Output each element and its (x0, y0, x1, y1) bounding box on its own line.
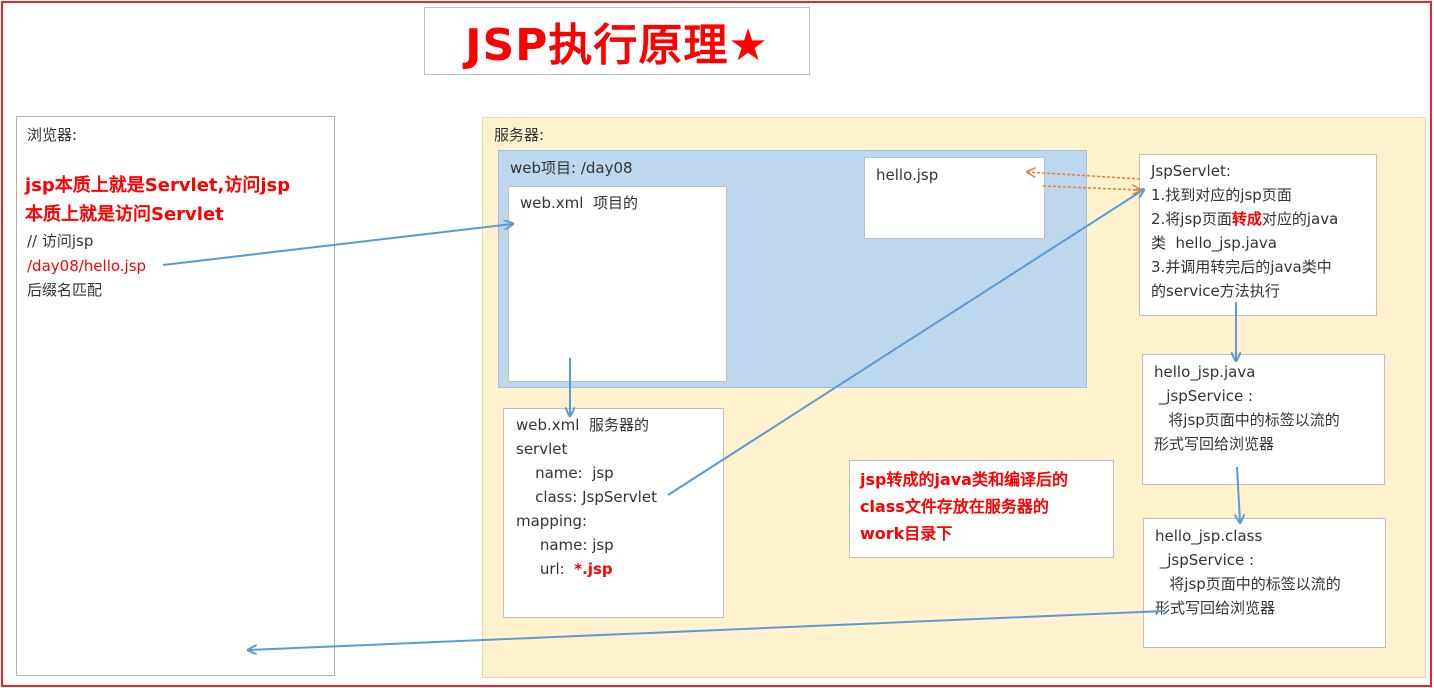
jspservlet-line1: JspServlet: (1151, 162, 1231, 180)
hello-java-box: hello_jsp.java _jspService : 将jsp页面中的标签以… (1142, 354, 1385, 485)
server-webxml-box: web.xml 服务器的 servlet name: jsp class: Js… (503, 408, 724, 618)
web-project-label: web项目: /day08 (510, 159, 633, 177)
hello-java-line2: _jspService : (1154, 387, 1254, 405)
server-webxml-line4: class: JspServlet (516, 488, 657, 506)
arrow-hellojsp-to-jspservlet (1042, 186, 1140, 190)
server-webxml-line6: name: jsp (516, 536, 614, 554)
browser-label: 浏览器: (27, 126, 78, 144)
work-note-line1: jsp转成的java类和编译后的 (860, 470, 1068, 489)
hello-class-line2: _jspService : (1155, 551, 1255, 569)
arrow-browser-to-webxml (162, 224, 512, 266)
arrow-jspservlet-to-hellojsp (1028, 172, 1141, 180)
jspservlet-line5: 3.并调用转完后的java类中 (1151, 258, 1332, 276)
jspservlet-box: JspServlet: 1.找到对应的jsp页面 2.将jsp页面转成对应的ja… (1139, 154, 1377, 316)
server-webxml-line1: web.xml 服务器的 (516, 416, 649, 434)
url-pattern: *.jsp (574, 560, 613, 578)
browser-url: /day08/hello.jsp (27, 257, 147, 275)
work-note-box: jsp转成的java类和编译后的 class文件存放在服务器的 work目录下 (849, 460, 1114, 558)
hello-java-line4: 形式写回给浏览器 (1154, 435, 1275, 453)
jspservlet-line4: 类 hello_jsp.java (1151, 234, 1277, 252)
jspservlet-line3-c: 对应的java (1261, 210, 1339, 228)
hello-class-box: hello_jsp.class _jspService : 将jsp页面中的标签… (1143, 518, 1386, 648)
hello-jsp-label: hello.jsp (876, 166, 939, 184)
server-webxml-line5: mapping: (516, 512, 588, 530)
browser-panel: 浏览器: jsp本质上就是Servlet,访问jsp 本质上就是访问Servle… (16, 116, 335, 676)
server-label: 服务器: (494, 126, 545, 144)
browser-note-line2: 本质上就是访问Servlet (25, 204, 224, 225)
hello-java-line3: 将jsp页面中的标签以流的 (1154, 411, 1340, 429)
server-webxml-line2: servlet (516, 440, 568, 458)
project-webxml-label: web.xml 项目的 (520, 194, 638, 212)
hello-java-line1: hello_jsp.java (1154, 363, 1256, 381)
work-note-line2: class文件存放在服务器的 (860, 497, 1049, 516)
server-webxml-line7: url: *.jsp (516, 557, 613, 581)
browser-match: 后缀名匹配 (27, 281, 103, 299)
jspservlet-line3-a: 2.将jsp页面 (1151, 210, 1232, 228)
project-webxml-box: web.xml 项目的 (508, 186, 727, 382)
browser-comment: // 访问jsp (27, 232, 94, 250)
arrow-webxml-to-jspservlet (667, 190, 1143, 496)
jspservlet-line6: 的service方法执行 (1151, 282, 1280, 300)
hello-class-line1: hello_jsp.class (1155, 527, 1263, 545)
title-box: JSP执行原理★ (424, 7, 810, 75)
hello-class-line3: 将jsp页面中的标签以流的 (1155, 575, 1341, 593)
hello-class-line4: 形式写回给浏览器 (1155, 599, 1276, 617)
hello-jsp-box: hello.jsp (864, 157, 1045, 239)
work-note-line3: work目录下 (860, 524, 953, 543)
arrow-java-to-class (1237, 466, 1240, 522)
arrow-class-to-browser (249, 610, 1166, 650)
server-webxml-line3: name: jsp (516, 464, 614, 482)
page-title: JSP执行原理★ (465, 20, 769, 71)
browser-note-line1: jsp本质上就是Servlet,访问jsp (25, 175, 291, 196)
url-prefix: url: (516, 560, 575, 578)
jspservlet-line3: 2.将jsp页面转成对应的java (1151, 207, 1338, 231)
jspservlet-line3-b: 转成 (1231, 210, 1262, 228)
jspservlet-line2: 1.找到对应的jsp页面 (1151, 186, 1292, 204)
